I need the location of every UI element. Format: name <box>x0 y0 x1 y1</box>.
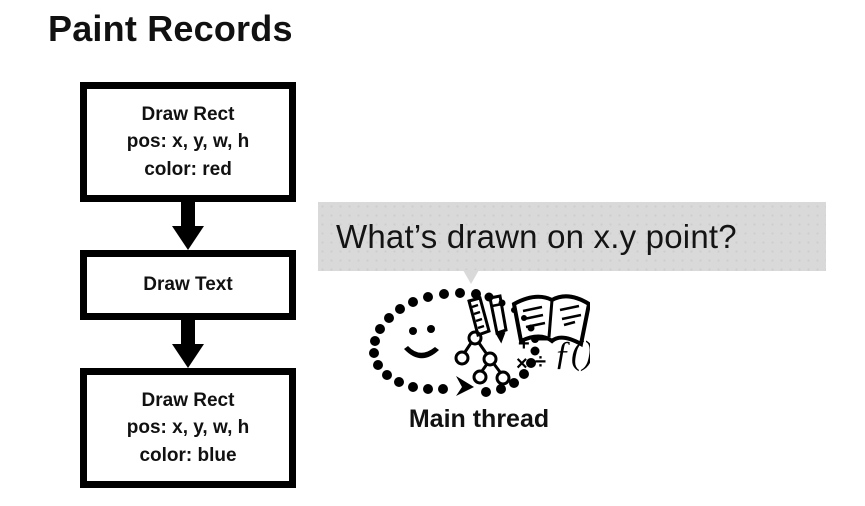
node-tree-icon <box>454 330 511 386</box>
flow-arrow-down-icon <box>172 202 204 250</box>
dotted-oval-icon <box>369 288 540 397</box>
svg-text:+: + <box>518 333 530 355</box>
record-line: color: blue <box>139 444 237 466</box>
svg-text:×: × <box>516 353 528 375</box>
paint-record-box-draw-text[interactable]: Draw Text <box>80 250 296 320</box>
math-symbols-icon: + − × ÷ <box>516 329 548 375</box>
arrow-shaft <box>181 320 195 346</box>
record-line: Draw Rect <box>141 389 235 411</box>
record-line: color: red <box>144 158 232 180</box>
page-title: Paint Records <box>48 8 293 49</box>
speech-bubble-text: What’s drawn on x.y point? <box>336 217 737 255</box>
record-line: Draw Text <box>143 274 233 296</box>
smiley-face-icon <box>404 325 439 359</box>
pencil-icon <box>488 294 508 344</box>
paint-record-box-draw-rect-red[interactable]: Draw Rect pos: x, y, w, h color: red <box>80 82 296 202</box>
svg-text:−: − <box>536 329 548 351</box>
paint-record-box-draw-rect-blue[interactable]: Draw Rect pos: x, y, w, h color: blue <box>80 368 296 488</box>
flow-arrow-down-icon <box>172 320 204 368</box>
arrow-head <box>172 344 204 368</box>
speech-bubble-tail-icon <box>463 270 479 284</box>
svg-text:ƒ(): ƒ() <box>554 335 590 372</box>
function-notation-icon: ƒ() <box>554 335 590 372</box>
ruler-icon <box>467 296 491 337</box>
arrow-shaft <box>181 202 195 228</box>
record-line: Draw Rect <box>141 103 235 125</box>
thinking-illustration: + − × ÷ ƒ() <box>368 288 590 400</box>
open-book-icon <box>511 294 590 348</box>
main-thread-label: Main thread <box>408 405 550 433</box>
record-line: pos: x, y, w, h <box>126 417 250 439</box>
speech-bubble: What’s drawn on x.y point? <box>318 202 826 271</box>
svg-text:÷: ÷ <box>535 351 546 373</box>
arrow-head <box>172 226 204 250</box>
record-line: pos: x, y, w, h <box>126 131 250 153</box>
